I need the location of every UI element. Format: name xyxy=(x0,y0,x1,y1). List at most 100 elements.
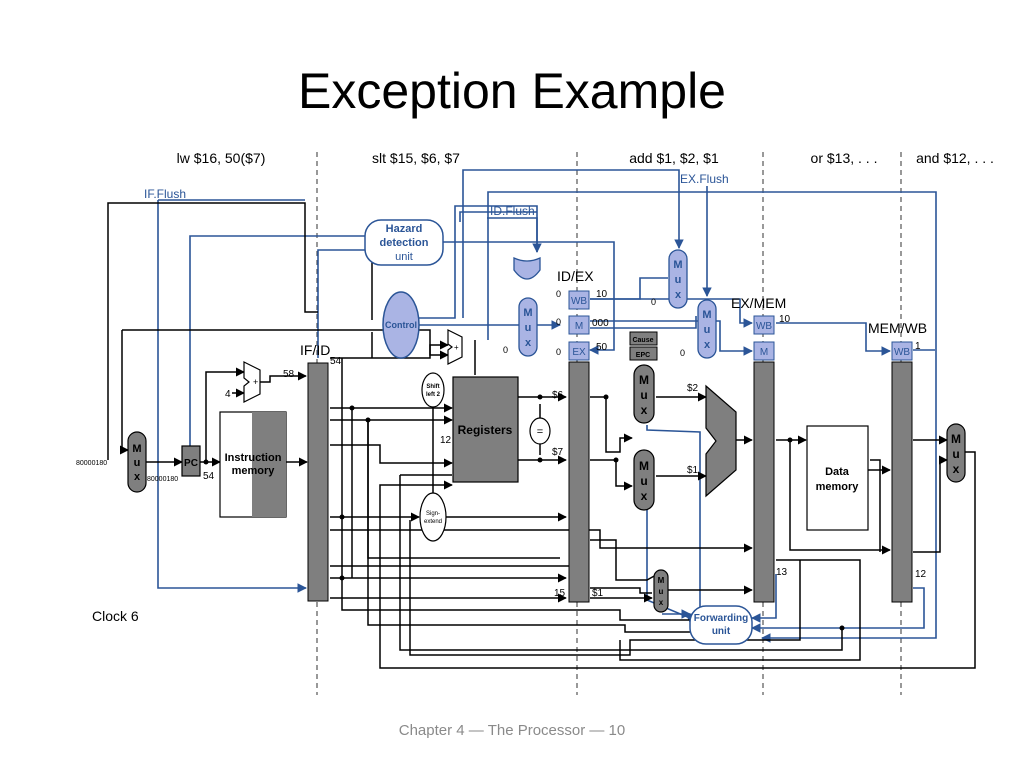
branch-adder xyxy=(447,329,463,365)
exmem-wb-value: 10 xyxy=(779,314,791,325)
control-fields: WB M EX WB M WB xyxy=(568,290,913,361)
zero-3: 0 xyxy=(556,347,561,357)
instruction-memory-shade xyxy=(252,412,286,517)
svg-text:M: M xyxy=(702,309,711,321)
flush-or-gate xyxy=(513,256,541,280)
ifid-pc: 54 xyxy=(330,356,342,367)
svg-text:M: M xyxy=(951,432,961,446)
exception-address: 80000180 xyxy=(76,460,107,467)
svg-text:M: M xyxy=(658,576,665,585)
id-control-mux xyxy=(518,297,538,357)
mem-wb-register xyxy=(891,361,913,603)
hazard-line-2: detection xyxy=(380,237,429,249)
datapath-mux-letters: M u x M u x M u x M u x M u x xyxy=(132,373,961,607)
registers-label: Registers xyxy=(458,423,513,437)
datapath-wires xyxy=(107,202,976,669)
adder-const: 4 xyxy=(225,389,231,400)
sign-extend-line-2: extend xyxy=(424,519,442,525)
hazard-line-1: Hazard xyxy=(386,223,423,235)
svg-text:x: x xyxy=(641,489,648,503)
shift-left-2 xyxy=(421,372,445,408)
svg-text:u: u xyxy=(525,322,532,334)
value-labels: 80000180 80000180 54 4 58 54 12 10 000 5… xyxy=(76,289,927,599)
svg-text:u: u xyxy=(640,388,647,402)
idex-m-label: M xyxy=(575,321,583,332)
if-id-label: IF/ID xyxy=(300,342,330,358)
forwarding-line-2: unit xyxy=(712,626,731,637)
svg-text:x: x xyxy=(134,471,141,483)
epc-label: EPC xyxy=(636,352,650,359)
alu-b-mux xyxy=(633,449,655,511)
svg-text:M: M xyxy=(673,259,682,271)
pc-register xyxy=(181,445,201,477)
data-memory-line-1: Data xyxy=(825,466,850,478)
exmem-wb-label: WB xyxy=(756,321,772,332)
m-ctrl-value: 000 xyxy=(592,318,609,329)
zero-5: 0 xyxy=(651,297,656,307)
equal-comparator xyxy=(529,417,551,445)
datapath-muxes xyxy=(127,364,966,613)
exmem-m-box xyxy=(753,341,775,361)
pc-mux xyxy=(127,431,147,493)
svg-text:u: u xyxy=(675,274,682,286)
idex-rt: 15 xyxy=(554,588,566,599)
idex-wb-box xyxy=(568,290,590,310)
ex-mem-register xyxy=(753,361,775,603)
instruction-labels: lw $16, 50($7) slt $15, $6, $7 add $1, $… xyxy=(177,150,994,166)
slide-title: Exception Example xyxy=(297,63,726,119)
hazard-line-3: unit xyxy=(395,251,413,263)
instruction-wb: and $12, . . . xyxy=(916,150,994,166)
zero-6: 0 xyxy=(680,348,685,358)
svg-text:x: x xyxy=(659,598,664,607)
svg-text:M: M xyxy=(132,443,141,455)
ex-control-mux xyxy=(668,249,688,309)
imm-value: 12 xyxy=(440,435,452,446)
memwb-wb-box xyxy=(891,341,913,361)
svg-text:x: x xyxy=(525,337,532,349)
slide-footer: Chapter 4 — The Processor — 10 xyxy=(398,722,626,739)
ex-mem-label: EX/MEM xyxy=(731,295,786,311)
shift-left-line-2: left 2 xyxy=(426,392,441,398)
idex-m-box xyxy=(568,315,590,335)
instruction-if: lw $16, 50($7) xyxy=(177,150,266,166)
alu-b: $1 xyxy=(687,465,699,476)
idex-ex-box xyxy=(568,341,590,361)
pc-label: PC xyxy=(184,458,198,469)
flush-wires xyxy=(157,169,937,643)
exmem-rd: 13 xyxy=(776,567,788,578)
zero-2: 0 xyxy=(556,317,561,327)
register-labels: IF/ID ID/EX EX/MEM MEM/WB xyxy=(300,268,927,358)
svg-text:M: M xyxy=(523,307,532,319)
instruction-ex: add $1, $2, $1 xyxy=(629,150,719,166)
svg-text:x: x xyxy=(704,339,711,351)
svg-text:x: x xyxy=(953,462,960,476)
svg-text:x: x xyxy=(641,403,648,417)
flush-labels: IF.Flush ID.Flush EX.Flush xyxy=(144,172,729,218)
pc-adder xyxy=(243,361,261,403)
clock-label: Clock 6 xyxy=(92,608,139,624)
shift-left-line-1: Shift xyxy=(426,384,439,390)
control-muxes xyxy=(518,249,717,359)
sign-extend-line-1: Sign- xyxy=(426,511,440,517)
hazard-detection-unit xyxy=(364,219,444,266)
zero-1: 0 xyxy=(556,289,561,299)
if-id-register xyxy=(307,362,329,602)
forwarding-unit xyxy=(689,605,753,645)
svg-text:+: + xyxy=(454,343,459,352)
wb-ctrl-value: 10 xyxy=(596,289,608,300)
alu-a-mux xyxy=(633,364,655,424)
svg-text:+: + xyxy=(253,377,258,387)
adder-out: 58 xyxy=(283,369,295,380)
instruction-memory-line-1: Instruction xyxy=(225,452,282,464)
idex-wb-label: WB xyxy=(571,296,587,307)
instruction-id: slt $15, $6, $7 xyxy=(372,150,460,166)
idex-ex-label: EX xyxy=(572,347,586,358)
instruction-memory-line-2: memory xyxy=(232,465,276,477)
control-unit xyxy=(382,291,420,359)
equal-label: = xyxy=(537,426,543,438)
junction-dots xyxy=(203,394,845,631)
svg-text:u: u xyxy=(640,474,647,488)
exmem-wb-box xyxy=(753,315,775,335)
writeback-mux xyxy=(946,423,966,483)
